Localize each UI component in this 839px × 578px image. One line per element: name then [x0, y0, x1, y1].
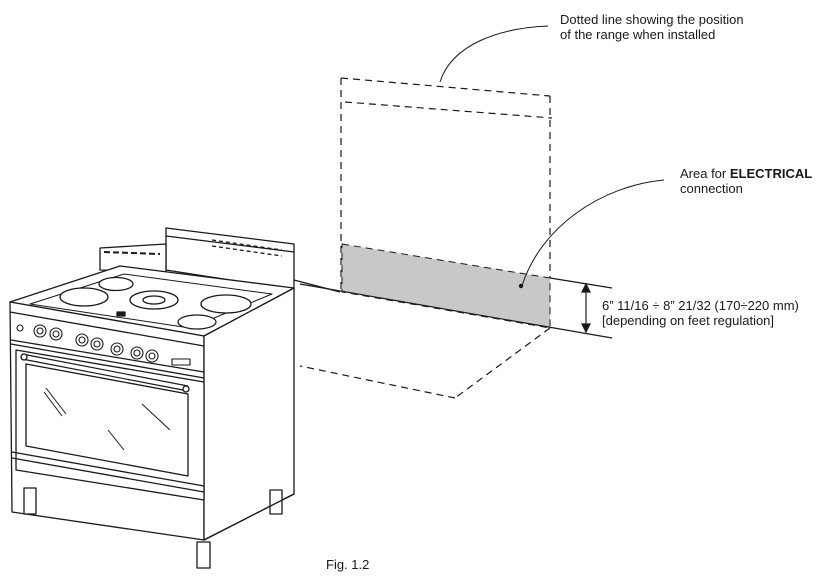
electrical-area-emphasis: ELECTRICAL: [729, 166, 813, 181]
electrical-area-prefix: Area for: [680, 166, 730, 181]
control-panel: [9, 311, 205, 379]
wall-edge: [293, 279, 341, 293]
dimension-annotation: 6” 11/16 ÷ 8” 21/32 (170÷220 mm) [depend…: [602, 298, 799, 328]
dimension-annotation-line1: 6” 11/16 ÷ 8” 21/32 (170÷220 mm): [602, 298, 799, 313]
electrical-area-line2: connection: [680, 181, 743, 196]
floor-line: [299, 283, 613, 339]
outline-top-edge: [340, 77, 551, 97]
dotted-line-annotation: Dotted line showing the position of the …: [560, 12, 744, 42]
dotted-line-annotation-line1: Dotted line showing the position: [560, 12, 744, 27]
burner: [59, 287, 109, 307]
outline-floor-front: [299, 365, 456, 399]
height-dimension-marker: [581, 282, 591, 334]
range-feet: [23, 487, 295, 569]
figure-caption: Fig. 1.2: [326, 557, 370, 572]
storage-drawer: [11, 451, 205, 493]
control-knobs: [16, 324, 191, 366]
burner: [142, 295, 166, 305]
leader-electrical-area: [521, 179, 665, 287]
burner: [177, 314, 217, 330]
burner: [200, 294, 252, 314]
outline-inner-top-edge: [344, 101, 553, 119]
oven-door: [15, 349, 205, 501]
installed-position-outline: [299, 77, 553, 399]
electrical-area-annotation: Area for ELECTRICAL connection: [680, 166, 812, 196]
dimension-annotation-line2: [depending on feet regulation]: [602, 313, 775, 328]
outline-floor-right: [454, 327, 551, 399]
electrical-connection-area: [341, 243, 551, 329]
backguard: [99, 227, 295, 291]
leader-lines: [439, 25, 665, 287]
leader-dotted-line: [439, 25, 549, 83]
burner: [98, 276, 134, 292]
dotted-line-annotation-line2: of the range when installed: [560, 27, 716, 42]
leader-dot: [518, 283, 524, 289]
range-drawing: [9, 227, 295, 569]
floor-line-top: [549, 277, 613, 289]
